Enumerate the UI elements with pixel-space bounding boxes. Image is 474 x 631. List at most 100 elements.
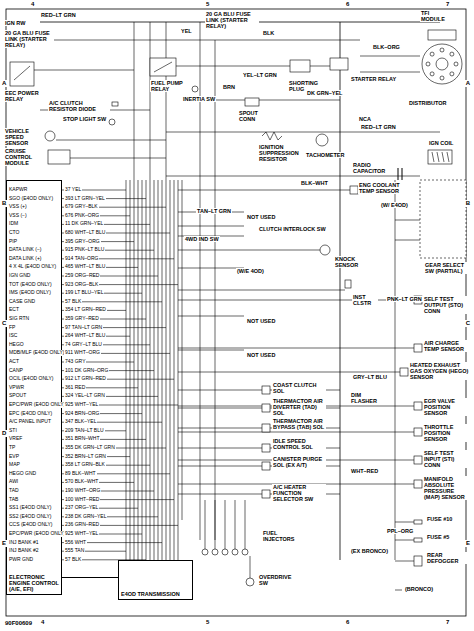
pin-name: IGN GND [8, 273, 31, 279]
pin-name: ACT [8, 359, 20, 365]
solenoid-symbol [262, 386, 270, 394]
wire [244, 250, 325, 251]
defogger-symbol [414, 556, 422, 566]
component-label: ENG COOLANT TEMP SENSOR [358, 182, 410, 194]
pin-name: EPC (E4OD ONLY) [8, 411, 53, 417]
solenoid-wire [178, 466, 262, 467]
sensor-symbol [414, 344, 422, 352]
wire [178, 290, 244, 291]
pin-name: CTO [8, 230, 20, 236]
wire-color: WHT–RED [350, 468, 379, 474]
pin-wire-label: 924 BRN–ORG [64, 411, 100, 417]
grid-marker: A [1, 80, 7, 87]
pin-name: SPOUT [8, 393, 27, 399]
harness-wire [166, 180, 167, 560]
frame [6, 9, 466, 616]
component-label: TACHOMETER [305, 152, 345, 158]
grid-marker: C [465, 320, 471, 327]
pin-name: A/C PANEL INPUT [8, 419, 52, 425]
pin-name: SS2 (E4OD ONLY) [8, 514, 52, 520]
component-label: CLUTCH INTERLOCK SW [258, 226, 327, 232]
power-wire [38, 40, 360, 41]
pin-name: EVP [8, 454, 20, 460]
harness-wire [150, 180, 151, 560]
coil-winding [437, 152, 439, 162]
pin-wire-label: 923 ORG–BLK [64, 282, 99, 288]
pin-wire-label: 238 DK GRN–YEL [64, 514, 107, 520]
grid-marker: 7 [445, 619, 450, 626]
pin-wire-label: 556 WHT [64, 540, 87, 546]
grid-marker: 7 [445, 1, 450, 8]
component-label: SELF TEST OUTPUT (STO) CONN [423, 296, 471, 314]
pin-wire-label: 199 LT BLU–YEL [64, 290, 104, 296]
fuel-injector-symbol [202, 549, 208, 555]
pin-name: INJ BANK #1 [8, 540, 39, 546]
power-wire [340, 22, 341, 560]
pin-name: MDB/MLF (E4OD ONLY) [8, 350, 65, 356]
component-label: VEHICLE SPEED SENSOR [4, 128, 44, 146]
pin-name: SIG RTN [8, 316, 30, 322]
pin-wire-label: 190 WHT–ORG [64, 488, 101, 494]
grid-marker: 4 [30, 1, 35, 8]
pin-name: TAB [8, 497, 19, 503]
solenoid-wire [178, 494, 262, 495]
wire [395, 240, 420, 241]
harness-wire [174, 180, 175, 560]
wire [250, 556, 251, 578]
pin-name: OCIL (E4OD ONLY) [8, 376, 54, 382]
pin-wire-label: 37 YEL [64, 187, 82, 193]
sensor-symbol [414, 428, 422, 436]
pin-wire-label: 925 WHT–YEL [64, 531, 99, 537]
variant-note: (W/ E4OD) [380, 202, 409, 208]
wire [244, 290, 345, 291]
inertia-switch-symbol [192, 86, 198, 92]
distributor-terminal [450, 52, 454, 56]
pin-wire-label: 352 BRN–LT GRN [64, 454, 107, 460]
wire-color: DK GRN–YEL [306, 90, 343, 96]
pin-wire-label: 358 LT GRN–BLK [64, 462, 106, 468]
harness-wire [158, 180, 159, 560]
transmission-connector-box: E4OD TRANSMISSION [118, 560, 193, 600]
speed-sensor-symbol [45, 131, 55, 141]
wire-color: BLK–WHT [300, 180, 329, 186]
pin-wire-label: 570 BLK–WHT [64, 479, 99, 485]
pin-name: VSS (−) [8, 213, 28, 219]
component-label: KNOCK SENSOR [334, 256, 364, 268]
pin-wire-label: 57 BLK [64, 557, 82, 563]
pin-name: VSS (+) [8, 204, 28, 210]
grid-marker: E [1, 540, 7, 547]
starter-relay-symbol [330, 58, 348, 70]
grid-marker: 6 [345, 1, 350, 8]
wire [200, 100, 340, 101]
wire-color: BRN [222, 84, 236, 90]
component-label: GEAR SELECT SW (PARTIAL) [424, 262, 470, 274]
distributor-terminal [440, 76, 444, 80]
solenoid-wire [178, 408, 262, 409]
wire [395, 590, 402, 591]
relay-contact [154, 62, 172, 72]
component-label: SPOUT CONN [238, 110, 268, 122]
knock-sensor-symbol [320, 245, 330, 255]
fuse-label: FUSE #10 [426, 516, 453, 522]
wire [166, 176, 420, 177]
pin-wire-label: 324 YEL–LT GRN [64, 393, 106, 399]
pin-wire-label: 355 DK GRN–LT GRN [64, 445, 116, 451]
pin-wire-label: 393 LT GRN–YEL [64, 196, 106, 202]
harness-wire [130, 180, 131, 560]
fuse-symbol [414, 538, 422, 542]
pin-wire-label: 354 LT GRN–RED [64, 307, 107, 313]
wire-note: NCA [358, 116, 372, 122]
pin-name: HEGO GND [8, 471, 37, 477]
drawing-number: 90F00609 [4, 620, 33, 627]
tachometer-symbol [316, 134, 328, 146]
harness-wire [126, 180, 127, 560]
component-label: 4WD IND SW [184, 236, 220, 242]
unused-note: NOT USED [246, 352, 276, 358]
solenoid-symbol [262, 490, 270, 498]
pin-name: VPWR [8, 385, 25, 391]
fuse-link-label: 20 GA BLU FUSE LINK (STARTER RELAY) [205, 11, 259, 29]
pin-wire-label: 465 WHT–LT BLU [64, 264, 106, 270]
pin-name: STI [8, 428, 18, 434]
component-label: EGR VALVE POSITION SENSOR [423, 398, 471, 416]
component-label: THERMACTOR AIR DIVERTER (TAD) SOL [272, 398, 326, 416]
